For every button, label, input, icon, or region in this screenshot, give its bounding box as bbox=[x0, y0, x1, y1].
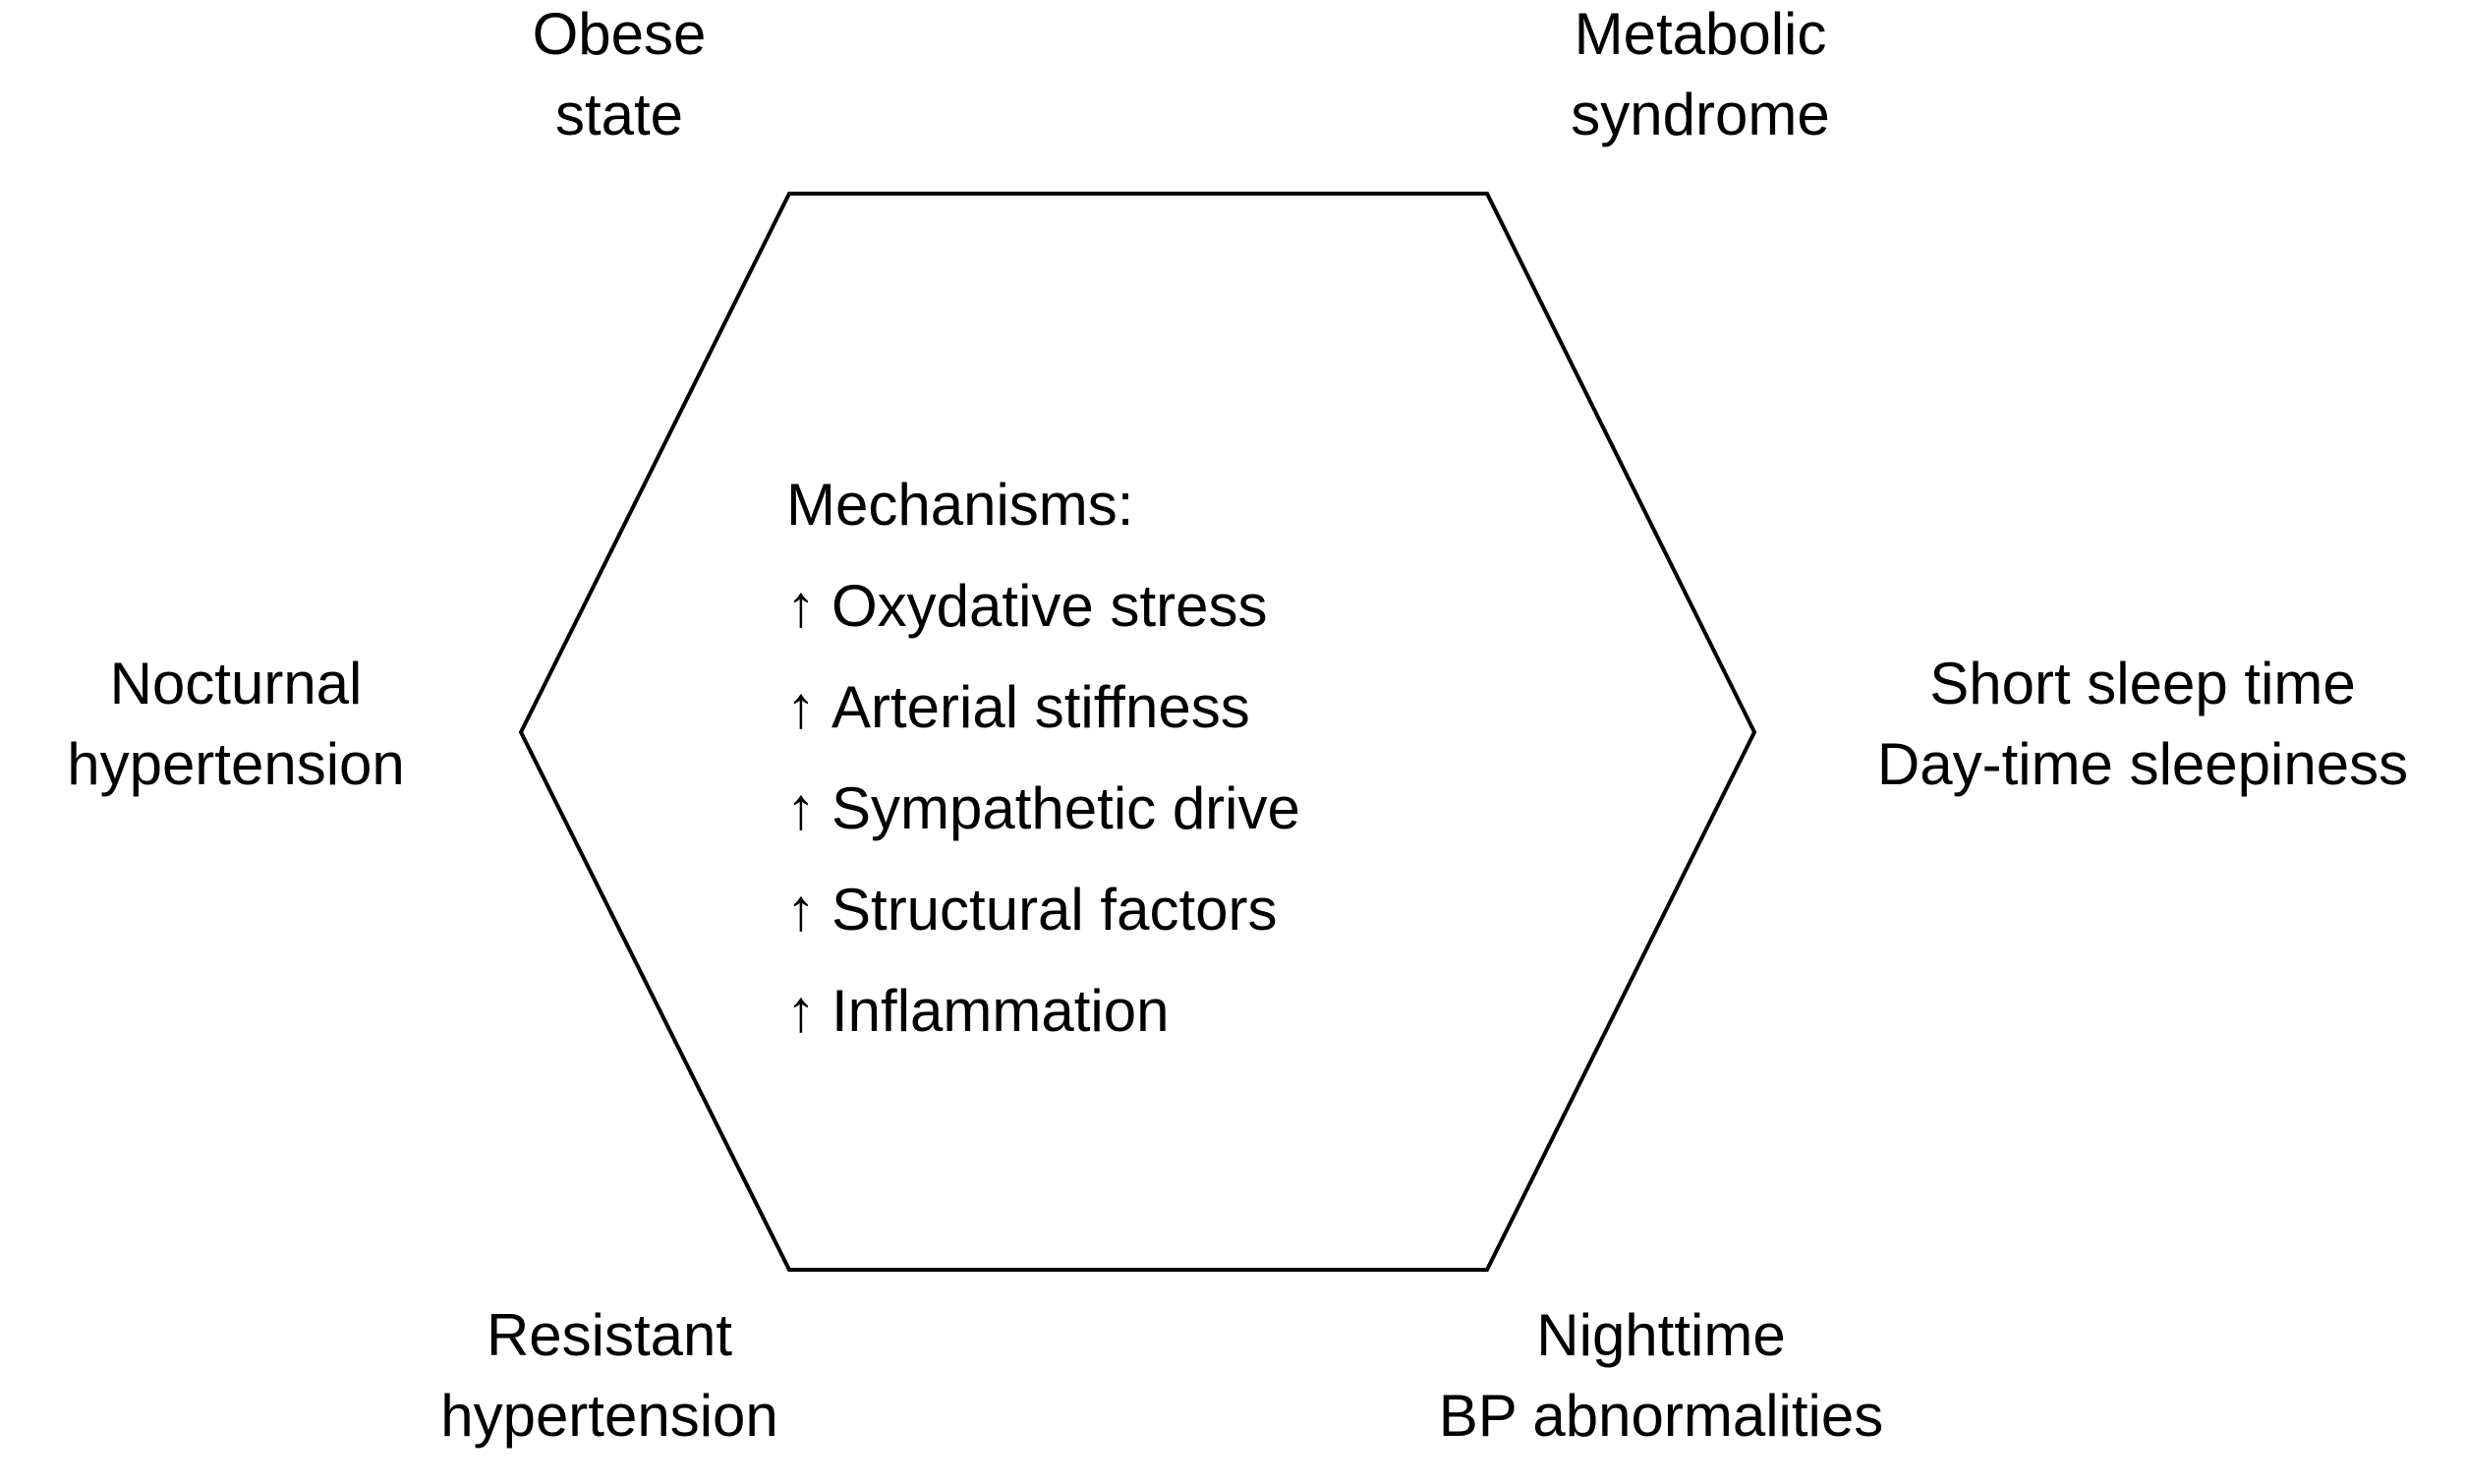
node-label-line: syndrome bbox=[1571, 82, 1830, 147]
mechanism-item-label: Oxydative stress bbox=[831, 573, 1268, 639]
mechanism-item-label: Arterial stiffness bbox=[831, 674, 1250, 740]
mechanisms-heading: Mechanisms: bbox=[786, 472, 1134, 538]
node-label-line: hypertension bbox=[440, 1383, 778, 1449]
node-label-line: Short sleep time bbox=[1929, 651, 2356, 716]
node-label-nighttime-bp-abnormalities: Nighttime BP abnormalities bbox=[1366, 1295, 1956, 1456]
mechanism-item-label: Sympathetic drive bbox=[831, 775, 1300, 841]
node-label-line: Obese bbox=[532, 1, 707, 67]
node-label-short-sleep-time: Short sleep time Day-time sleepiness bbox=[1818, 644, 2465, 805]
up-arrow-icon: ↑ bbox=[786, 573, 816, 639]
node-label-line: Resistant bbox=[486, 1302, 733, 1368]
mechanism-item: ↑Oxydative stress bbox=[786, 555, 1533, 656]
mechanisms-list: Mechanisms: ↑Oxydative stress ↑Arterial … bbox=[786, 454, 1533, 1061]
node-label-obese-state: Obese state bbox=[423, 0, 816, 155]
node-label-line: hypertension bbox=[67, 731, 405, 797]
up-arrow-icon: ↑ bbox=[786, 877, 816, 942]
node-label-metabolic-syndrome: Metabolic syndrome bbox=[1504, 0, 1897, 155]
up-arrow-icon: ↑ bbox=[786, 775, 816, 841]
node-label-line: Nighttime bbox=[1536, 1302, 1786, 1368]
node-label-resistant-hypertension: Resistant hypertension bbox=[383, 1295, 835, 1456]
node-label-line: Day-time sleepiness bbox=[1876, 731, 2409, 797]
node-label-line: Metabolic bbox=[1574, 1, 1827, 67]
up-arrow-icon: ↑ bbox=[786, 674, 816, 740]
mechanism-item-label: Structural factors bbox=[831, 877, 1278, 942]
hexagon-outline bbox=[518, 192, 1757, 1272]
mechanism-item: ↑Arterial stiffness bbox=[786, 656, 1533, 758]
node-label-line: BP abnormalities bbox=[1438, 1383, 1884, 1449]
mechanism-item: ↑Sympathetic drive bbox=[786, 758, 1533, 859]
node-label-nocturnal-hypertension: Nocturnal hypertension bbox=[10, 644, 462, 805]
mechanism-item-label: Inflammation bbox=[831, 978, 1170, 1044]
node-label-line: Nocturnal bbox=[109, 651, 363, 716]
mechanism-item: ↑Inflammation bbox=[786, 960, 1533, 1061]
up-arrow-icon: ↑ bbox=[786, 978, 816, 1044]
node-label-line: state bbox=[554, 82, 684, 147]
mechanism-item: ↑Structural factors bbox=[786, 859, 1533, 960]
